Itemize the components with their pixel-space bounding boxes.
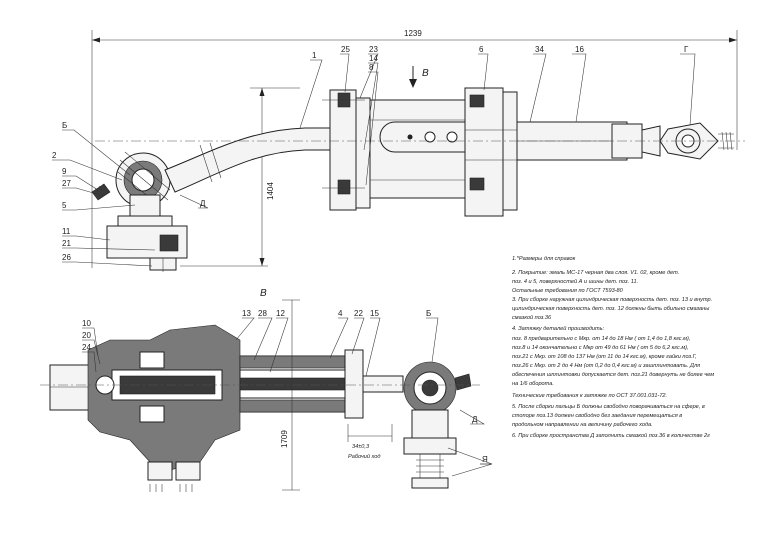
callout-11: 11 [62, 227, 71, 236]
note-line: 6. При сборке пространства Д заполнить с… [512, 432, 710, 439]
callout-d-top: Д [200, 199, 206, 208]
bottom-fitting-1 [147, 461, 173, 481]
callout-15: 15 [370, 309, 379, 318]
callout-12: 12 [276, 309, 285, 318]
callout-9: 9 [62, 167, 67, 176]
callout-6: 6 [479, 45, 484, 54]
view-arrow-label: В [422, 68, 429, 79]
callout-23: 23 [369, 45, 378, 54]
stroke-note: Рабочий ход [348, 453, 380, 460]
callout-21: 21 [62, 239, 71, 248]
note-line: поз.21 с Мкр. от 108 до 137 Нм (от 11 до… [512, 353, 697, 360]
top-callouts: 1 25 23 14 8 6 34 16 Г Б 2 9 27 5 11 21 … [52, 45, 689, 262]
technical-notes: 1.*Размеры для справок 2. Покрытие: эмал… [511, 256, 714, 439]
callout-20: 20 [82, 331, 91, 340]
view-b-callouts: 10 20 24 13 28 12 4 22 15 Б Д Я [82, 309, 488, 464]
callout-13: 13 [242, 309, 251, 318]
tie-rod-1 [164, 127, 356, 193]
note-line: на 1/6 оборота. [512, 381, 554, 387]
bottom-fitting-2 [175, 461, 201, 481]
view-b: В [40, 288, 480, 492]
callout-b-bottom: Б [426, 309, 431, 318]
vertical-dimension: 1404 [180, 87, 300, 267]
callout-4: 4 [338, 309, 343, 318]
ball-pin-body [411, 409, 449, 439]
vertical-dim-label: 1404 [266, 182, 275, 200]
callout-22: 22 [354, 309, 363, 318]
callout-8: 8 [369, 63, 374, 72]
note-line: поз. 8 предварительно с Мкр. от 14 до 18… [512, 336, 690, 342]
callout-14: 14 [369, 54, 378, 63]
view-b-vertical-dim: 1709 [280, 430, 289, 448]
callout-27: 27 [62, 179, 71, 188]
callout-1: 1 [312, 51, 317, 60]
note-line: поз.26 с Мкр. от 2 до 4 Нм (от 0,2 до 0,… [512, 363, 700, 369]
note-line: 3. При сборке наружная цилиндрическая по… [512, 297, 712, 303]
overall-dim-label: 1239 [404, 29, 422, 38]
left-pipe [49, 364, 91, 411]
flange-6 [464, 87, 504, 217]
callout-g: Г [684, 45, 689, 54]
note-line: стопоре поз.13 должен свободно без заеда… [512, 413, 682, 419]
note-line: Технические требования к затяжке по ОСТ … [512, 393, 667, 399]
stroke-dim: 34±0,3 [352, 444, 370, 450]
view-arrow: В [409, 66, 429, 88]
callout-26: 26 [62, 253, 71, 262]
callout-28: 28 [258, 309, 267, 318]
callout-10: 10 [82, 319, 91, 328]
callout-16: 16 [575, 45, 584, 54]
callout-25: 25 [341, 45, 350, 54]
note-line: 1.*Размеры для справок [512, 256, 576, 262]
note-line: продольном направлении на величину рабоч… [512, 422, 653, 428]
overall-dimension: 1239 [91, 29, 738, 268]
note-line: 5. После сборки пальцы Б должны свободно… [512, 404, 705, 410]
note-line: поз.8 и 14 окончательно с Мкр от 49 до 6… [512, 345, 689, 351]
top-leaders [52, 53, 696, 267]
note-line: поз. 4 и 5, поверхностей А и шины дет. п… [512, 278, 638, 285]
top-view [91, 87, 745, 272]
note-line: смазкой поз.36 [512, 314, 552, 321]
callout-5: 5 [62, 201, 67, 210]
pin-nut [129, 194, 161, 220]
view-b-leaders [82, 317, 493, 477]
note-line: 4. Затяжку деталей производить: [512, 325, 605, 332]
callout-d-bottom: Д [472, 415, 478, 424]
view-b-title: В [260, 288, 267, 299]
piston-rod [239, 377, 356, 391]
callout-ya: Я [482, 455, 488, 464]
callout-24: 24 [82, 343, 91, 352]
note-line: Остальные требования по ГОСТ 7593-80 [512, 288, 624, 294]
note-line: 2. Покрытие: эмаль МС-17 черная два слоя… [511, 270, 679, 276]
callout-34: 34 [535, 45, 544, 54]
note-line: цилиндрическая поверхность дет. поз. 12 … [512, 306, 709, 312]
callout-b-top: Б [62, 121, 67, 130]
grease-nipple [91, 183, 111, 201]
note-line: обеспечения шплинтовки допускается дет. … [512, 372, 714, 378]
callout-2: 2 [52, 151, 57, 160]
